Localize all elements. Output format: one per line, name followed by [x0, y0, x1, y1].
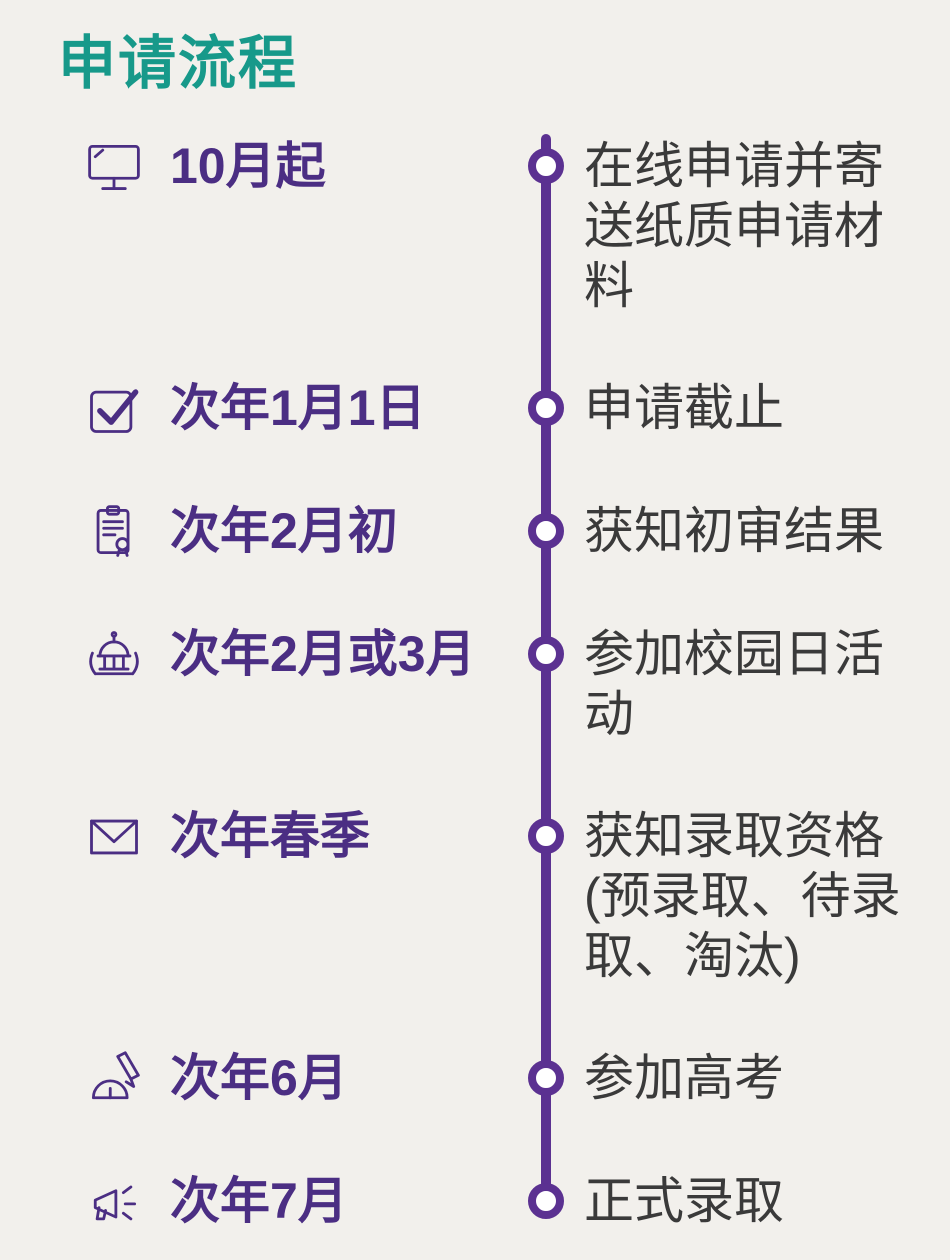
timeline-node	[528, 818, 564, 854]
timeline-node	[528, 636, 564, 672]
timeline-item: 次年7月 正式录取	[58, 1171, 950, 1232]
timeline-item: 次年6月 参加高考	[58, 1048, 950, 1109]
timeline-node	[528, 148, 564, 184]
monitor-icon	[58, 136, 170, 197]
timeline-date: 次年6月	[170, 1050, 348, 1106]
timeline-date: 10月起	[170, 138, 326, 194]
timeline-item: 次年2月初 获知初审结果	[58, 501, 950, 562]
timeline-description: 参加高考	[584, 1050, 784, 1106]
timeline-description: 正式录取	[584, 1173, 784, 1229]
envelope-icon	[58, 806, 170, 867]
timeline-description: 获知初审结果	[584, 503, 884, 559]
timeline-node	[528, 390, 564, 426]
timeline-item: 次年春季 获知录取资格(预录取、待录取、淘汰)	[58, 806, 950, 986]
certificate-icon	[58, 501, 170, 562]
timeline-date: 次年1月1日	[170, 380, 426, 436]
timeline-item: 10月起 在线申请并寄送纸质申请材料	[58, 136, 950, 316]
checkbox-icon	[58, 378, 170, 439]
megaphone-icon	[58, 1171, 170, 1232]
drawing-tools-icon	[58, 1048, 170, 1109]
timeline-date: 次年7月	[170, 1173, 348, 1229]
timeline-description: 在线申请并寄送纸质申请材料	[584, 138, 884, 314]
timeline-node	[528, 513, 564, 549]
timeline-line	[541, 134, 551, 1216]
university-icon	[58, 624, 170, 685]
timeline-description: 获知录取资格(预录取、待录取、淘汰)	[584, 808, 901, 984]
timeline-node	[528, 1060, 564, 1096]
timeline-description: 参加校园日活动	[584, 626, 884, 742]
page-title: 申请流程	[58, 31, 299, 96]
timeline-item: 次年1月1日 申请截止	[58, 378, 950, 439]
timeline-item: 次年2月或3月 参加校园日活动	[58, 624, 950, 744]
timeline-date: 次年2月或3月	[170, 626, 476, 682]
timeline-date: 次年春季	[170, 808, 370, 864]
timeline-node	[528, 1183, 564, 1219]
timeline-date: 次年2月初	[170, 503, 398, 559]
timeline-description: 申请截止	[584, 380, 784, 436]
